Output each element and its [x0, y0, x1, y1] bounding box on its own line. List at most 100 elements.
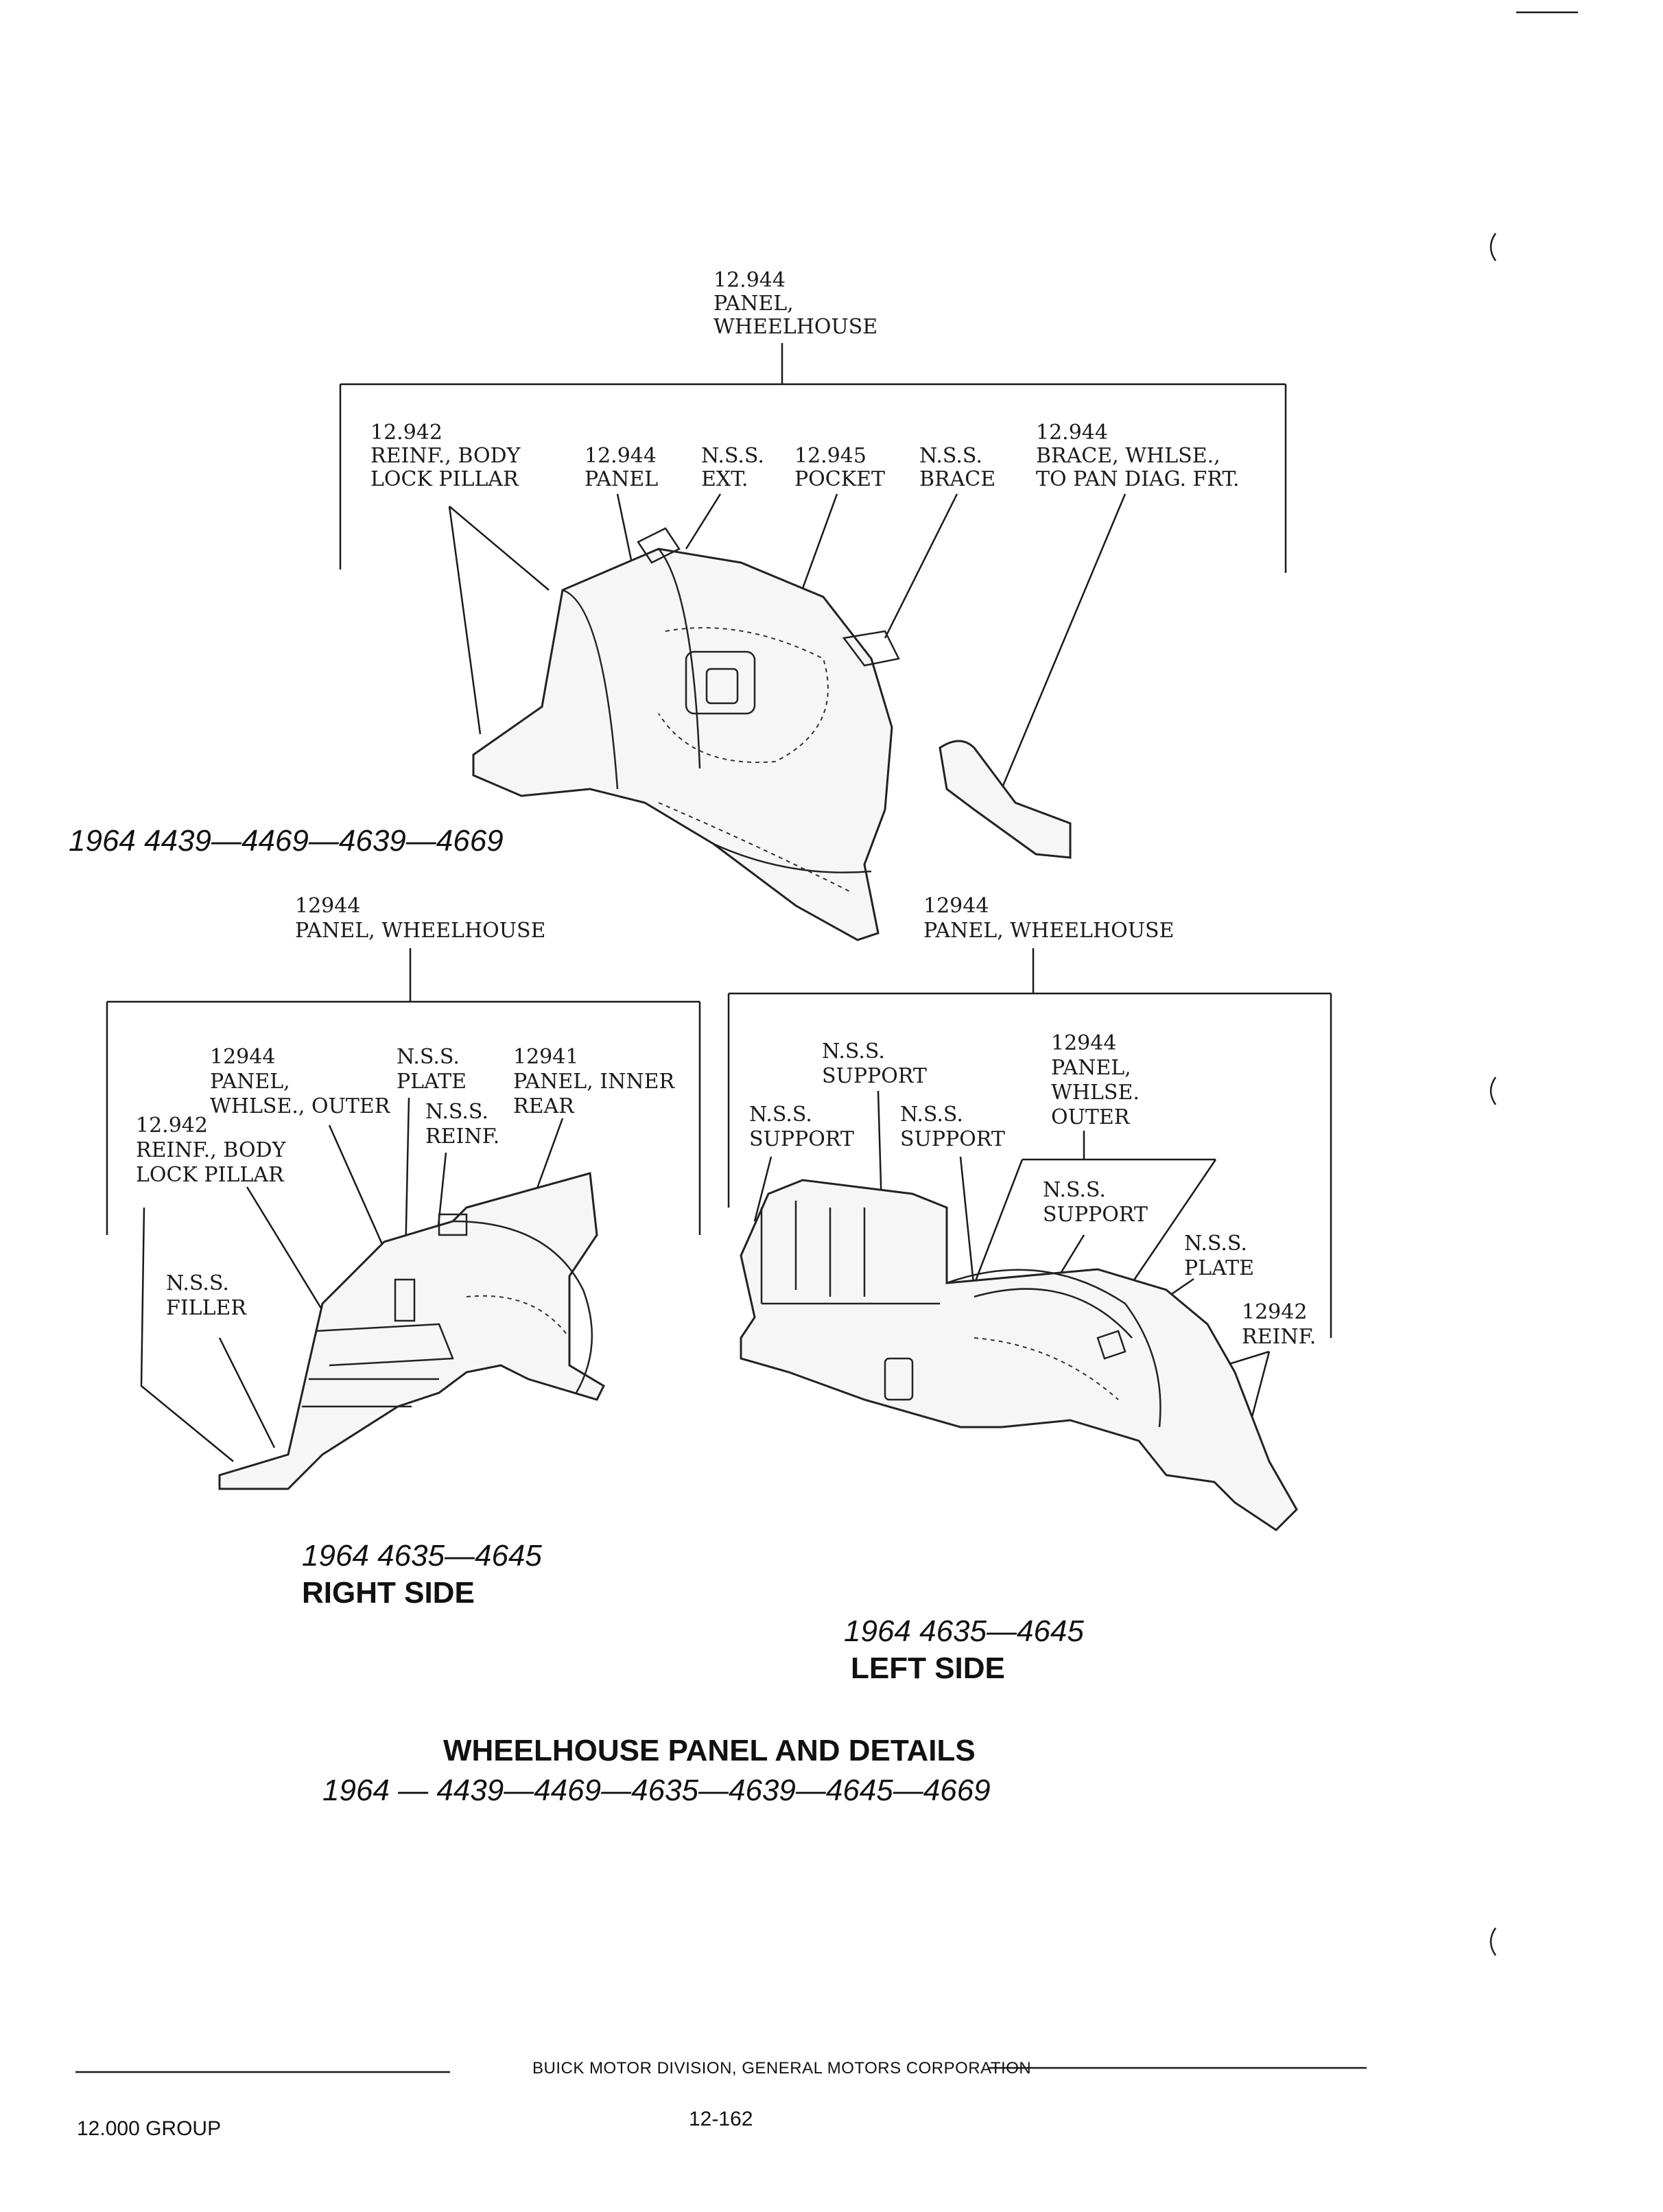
left-main-label: 12944 PANEL, WHEELHOUSE [923, 894, 1174, 943]
callout-text: N.S.S. [900, 1103, 963, 1127]
top-wheelhouse-drawing [472, 527, 1072, 941]
callout-nss-reinf: N.S.S. REINF. [425, 1100, 499, 1149]
caption-line: RIGHT SIDE [302, 1576, 475, 1610]
page-title: WHEELHOUSE PANEL AND DETAILS [443, 1734, 976, 1767]
callout-text: BRACE, WHLSE., [1036, 444, 1220, 468]
top-label-line: 12944 [295, 894, 360, 918]
callout-panel-whlse-outer: 12944 PANEL, WHLSE., OUTER [210, 1045, 391, 1118]
plate-shape [1096, 1330, 1127, 1360]
callout-reinf-body-lock-pillar: 12.942 REINF., BODY LOCK PILLAR [136, 1114, 287, 1187]
top-label-line: PANEL, [713, 292, 794, 316]
callout-panel: 12.944 PANEL [585, 444, 658, 491]
callout-reinf-body-lock-pillar: 12.942 REINF., BODY LOCK PILLAR [370, 421, 521, 491]
top-label-line: 12944 [923, 894, 989, 918]
diag-brace-part [939, 740, 1072, 859]
callout-text: 12.944 [1036, 421, 1108, 445]
panel-contours [562, 548, 872, 873]
callout-text: SUPPORT [822, 1064, 927, 1088]
callout-text: LOCK PILLAR [370, 467, 519, 491]
callout-text: PANEL, [1051, 1056, 1131, 1080]
right-bracket [106, 948, 701, 1235]
binding-mark [1489, 233, 1497, 261]
support-bracket [884, 1357, 914, 1401]
footer-group: 12.000 GROUP [77, 2117, 221, 2140]
callout-text: WHLSE. [1051, 1081, 1140, 1105]
right-wheelhouse-drawing [218, 1172, 605, 1490]
binding-mark [1489, 1927, 1497, 1956]
callout-text: N.S.S. [425, 1100, 488, 1124]
callout-text: 12944 [210, 1045, 275, 1069]
callout-panel-inner-rear: 12941 PANEL, INNER REAR [513, 1045, 675, 1118]
callout-text: REINF. [425, 1125, 499, 1149]
caption-line: 1964 4635—4645 [844, 1614, 1084, 1648]
callout-nss-support-mid: N.S.S. SUPPORT [900, 1103, 1005, 1151]
callout-text: N.S.S. [1184, 1232, 1247, 1256]
callout-text: OUTER [1051, 1105, 1131, 1129]
callout-text: POCKET [794, 467, 885, 491]
callout-text: TO PAN DIAG. FRT. [1036, 467, 1240, 491]
caption-line: LEFT SIDE [851, 1651, 1005, 1685]
callout-nss-plate: N.S.S. PLATE [1184, 1232, 1254, 1280]
pocket-inner [705, 668, 739, 705]
callout-nss-ext: N.S.S. EXT. [701, 444, 764, 491]
callout-nss-brace: N.S.S. BRACE [919, 444, 995, 491]
ext-bracket [637, 527, 681, 564]
callout-text: SUPPORT [1043, 1203, 1148, 1227]
footer-corporation: BUICK MOTOR DIVISION, GENERAL MOTORS COR… [532, 2059, 1031, 2078]
callout-nss-plate: N.S.S. PLATE [397, 1045, 467, 1094]
page-subtitle: 1964 — 4439—4469—4635—4639—4645—4669 [322, 1774, 991, 1807]
reinf-shape [438, 1213, 468, 1236]
top-diagram: 12.944 PANEL, WHEELHOUSE 12.942 REINF., … [69, 268, 1287, 941]
left-wheelhouse-drawing [740, 1179, 1298, 1531]
callout-nss-filler: N.S.S. FILLER [166, 1271, 247, 1320]
support-ribs [760, 1201, 940, 1305]
callout-text: PANEL, INNER [513, 1070, 675, 1094]
callout-text: PLATE [397, 1070, 467, 1094]
footer-page-number: 12-162 [689, 2108, 753, 2130]
top-label-line: PANEL, WHEELHOUSE [923, 919, 1174, 943]
callout-text: PANEL [585, 467, 658, 491]
callout-text: EXT. [701, 467, 748, 491]
callout-text: SUPPORT [749, 1127, 854, 1151]
page-title-block: WHEELHOUSE PANEL AND DETAILS 1964 — 4439… [322, 1734, 991, 1807]
binding-mark [1489, 1076, 1497, 1105]
callout-text: PLATE [1184, 1256, 1254, 1280]
callout-text: N.S.S. [701, 444, 764, 468]
top-diagram-caption: 1964 4439—4469—4639—4669 [69, 824, 504, 858]
caption-line: 1964 4635—4645 [302, 1539, 542, 1573]
left-side-diagram: 12944 PANEL, WHEELHOUSE N.S.S. SUPPORT 1… [727, 894, 1332, 1685]
right-main-label: 12944 PANEL, WHEELHOUSE [295, 894, 545, 943]
brace-bracket [842, 630, 900, 667]
callout-text: 12.944 [585, 444, 657, 468]
page-footer: BUICK MOTOR DIVISION, GENERAL MOTORS COR… [75, 2059, 1367, 2140]
callout-nss-support-left: N.S.S. SUPPORT [749, 1103, 854, 1151]
top-label-line: PANEL, WHEELHOUSE [295, 919, 545, 943]
panel-dashed-seam [974, 1337, 1119, 1400]
callout-text: REINF., BODY [136, 1138, 287, 1162]
plate-shape [394, 1278, 416, 1322]
left-diagram-caption: 1964 4635—4645 LEFT SIDE [844, 1614, 1084, 1685]
callout-text: 12942 [1242, 1300, 1307, 1324]
callout-text: 12.942 [370, 421, 443, 445]
callout-text: PANEL, [210, 1070, 290, 1094]
top-main-label: 12.944 PANEL, WHEELHOUSE [713, 268, 877, 339]
callout-text: 12944 [1051, 1031, 1116, 1055]
pocket-shape [685, 650, 756, 715]
callout-text: 12941 [513, 1045, 578, 1069]
callout-text: REINF., BODY [370, 444, 521, 468]
pocket-dashed-outline [658, 627, 829, 764]
callout-text: 12.942 [136, 1114, 208, 1138]
top-label-line: WHEELHOUSE [713, 315, 877, 339]
right-side-diagram: 12944 PANEL, WHEELHOUSE 12944 PANEL, WHL… [106, 894, 701, 1610]
callout-nss-support-right: N.S.S. SUPPORT [1043, 1178, 1148, 1227]
callout-text: N.S.S. [397, 1045, 460, 1069]
right-diagram-caption: 1964 4635—4645 RIGHT SIDE [302, 1539, 542, 1610]
outer-arch [946, 1269, 1161, 1428]
callout-nss-support-top: N.S.S. SUPPORT [822, 1039, 927, 1088]
callout-text: N.S.S. [166, 1271, 229, 1295]
callout-text: WHLSE., OUTER [210, 1094, 391, 1118]
panel-dashed-seam [658, 802, 851, 893]
inner-rear-arch [452, 1220, 593, 1393]
